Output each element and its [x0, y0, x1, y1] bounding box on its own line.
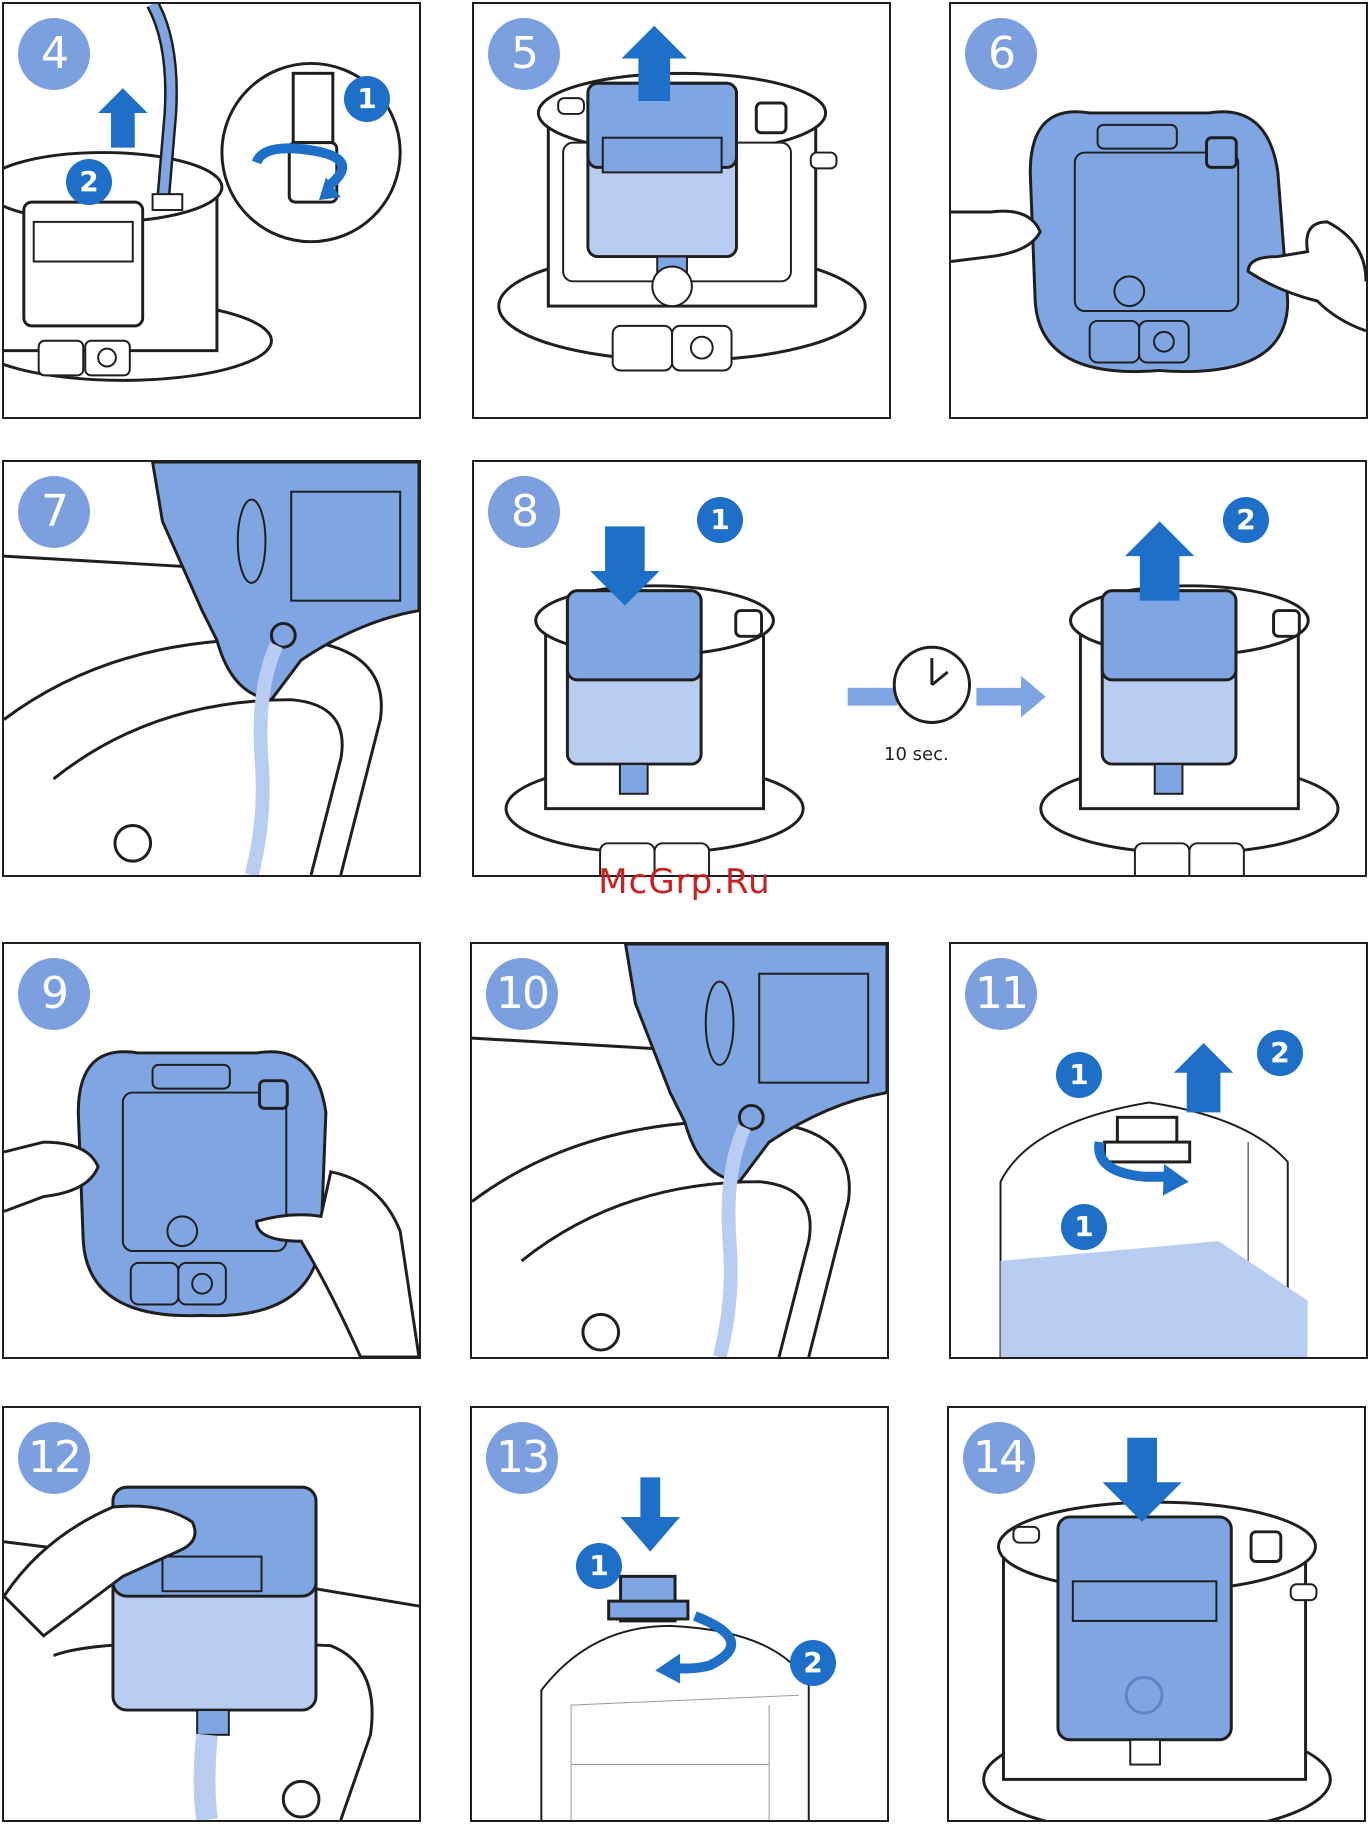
- step-number-badge: 13: [486, 1422, 558, 1494]
- step-number-badge: 12: [18, 1422, 90, 1494]
- sub-step-badge: 1: [344, 76, 390, 122]
- timer-label: 10 sec.: [884, 744, 949, 765]
- panel-step-10: 10: [470, 942, 889, 1359]
- sub-step-badge: 2: [790, 1640, 836, 1686]
- panel-step-13: 13 1 2: [470, 1406, 889, 1822]
- panel-step-11: 11 1 2 1: [949, 942, 1368, 1359]
- sub-step-badge: 1: [1056, 1052, 1102, 1098]
- step-number-badge: 9: [18, 958, 90, 1030]
- sub-step-badge: 1: [697, 497, 743, 543]
- panel-step-14: 14: [947, 1406, 1366, 1822]
- sub-step-badge: 2: [1257, 1030, 1303, 1076]
- panel-step-5: 5: [472, 2, 891, 419]
- step-number-badge: 6: [965, 18, 1037, 90]
- panel-step-4: 4 1 2: [2, 2, 421, 419]
- sub-step-badge: 1: [1061, 1204, 1107, 1250]
- panel-step-9: 9: [2, 942, 421, 1359]
- panel-step-8: 8 1 2 10 sec.: [472, 460, 1367, 877]
- panel-step-12: 12: [2, 1406, 421, 1822]
- sub-step-badge: 2: [1223, 497, 1269, 543]
- panel-step-7: 7: [2, 460, 421, 877]
- panel-step-6: 6: [949, 2, 1368, 419]
- step-number-badge: 7: [18, 476, 90, 548]
- sub-step-badge: 1: [576, 1543, 622, 1589]
- step-number-badge: 5: [488, 18, 560, 90]
- step-number-badge: 8: [488, 476, 560, 548]
- step-number-badge: 4: [18, 18, 90, 90]
- step-number-badge: 10: [486, 958, 558, 1030]
- step-number-badge: 11: [965, 958, 1037, 1030]
- step-number-badge: 14: [963, 1422, 1035, 1494]
- sub-step-badge: 2: [66, 159, 112, 205]
- watermark: McGrp.Ru: [0, 862, 1369, 902]
